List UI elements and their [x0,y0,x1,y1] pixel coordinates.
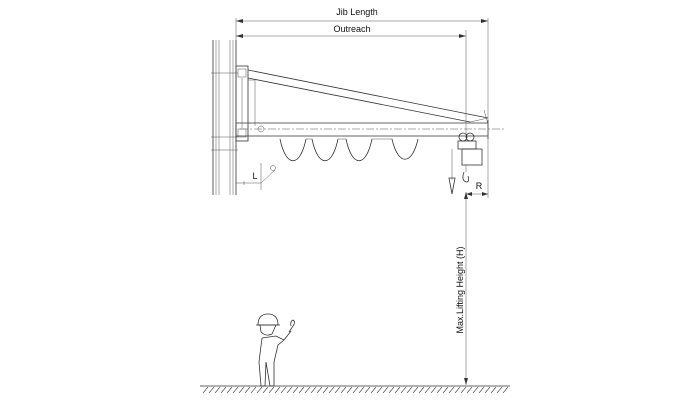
hatch-stroke [442,386,449,394]
hatch-stroke [286,386,293,394]
hatch-stroke [400,386,407,394]
hatch-stroke [316,386,323,394]
outreach-dimension: Outreach [236,24,467,135]
hatch-stroke [292,386,299,394]
jib-arm [236,120,505,139]
operator-figure [256,313,295,387]
hatch-stroke [406,386,413,394]
hatch-stroke [322,386,329,394]
hatch-stroke [352,386,359,394]
floor-hatching [202,386,509,394]
hatch-stroke [466,386,473,394]
hatch-stroke [346,386,353,394]
hatch-stroke [388,386,395,394]
hatch-stroke [418,386,425,394]
hatch-stroke [310,386,317,394]
hatch-stroke [334,386,341,394]
hatch-stroke [370,386,377,394]
hatch-stroke [412,386,419,394]
wall-bracket [235,65,256,142]
hatch-stroke [496,386,503,394]
hatch-stroke [382,386,389,394]
hatch-stroke [298,386,305,394]
hatch-stroke [460,386,467,394]
hatch-stroke [328,386,335,394]
hatch-stroke [484,386,491,394]
hatch-stroke [262,386,269,394]
hatch-stroke [358,386,365,394]
hatch-stroke [436,386,443,394]
l-label: L [252,171,257,181]
hatch-stroke [376,386,383,394]
hatch-stroke [430,386,437,394]
r-label: R [476,181,483,191]
outreach-label: Outreach [333,24,370,34]
l-dimension: L [236,163,276,190]
hatch-stroke [238,386,245,394]
hatch-stroke [394,386,401,394]
hatch-stroke [490,386,497,394]
hatch-stroke [502,386,509,394]
hatch-stroke [478,386,485,394]
hatch-stroke [364,386,371,394]
festoon-cable [279,138,419,161]
hatch-stroke [256,386,263,394]
jib-length-label: Jib Length [336,7,378,17]
hatch-stroke [424,386,431,394]
hatch-stroke [202,386,209,394]
r-dimension: R [466,139,489,198]
hatch-stroke [250,386,257,394]
hatch-stroke [454,386,461,394]
hatch-stroke [268,386,275,394]
hatch-stroke [214,386,221,394]
hatch-stroke [304,386,311,394]
hatch-stroke [280,386,287,394]
hatch-stroke [448,386,455,394]
hoist-trolley [448,132,483,195]
hatch-stroke [208,386,215,394]
wall-column [211,40,238,195]
hatch-stroke [232,386,239,394]
hatch-stroke [472,386,479,394]
hatch-stroke [220,386,227,394]
hatch-stroke [340,386,347,394]
jib-length-dimension: Jib Length [235,7,489,123]
tie-rod [247,69,489,125]
hatch-stroke [274,386,281,394]
hatch-stroke [226,386,233,394]
lifting-height-label: Max.Lifting Height (H) [455,246,465,333]
hatch-stroke [244,386,251,394]
lifting-height-dimension: Max.Lifting Height (H) [455,192,468,385]
